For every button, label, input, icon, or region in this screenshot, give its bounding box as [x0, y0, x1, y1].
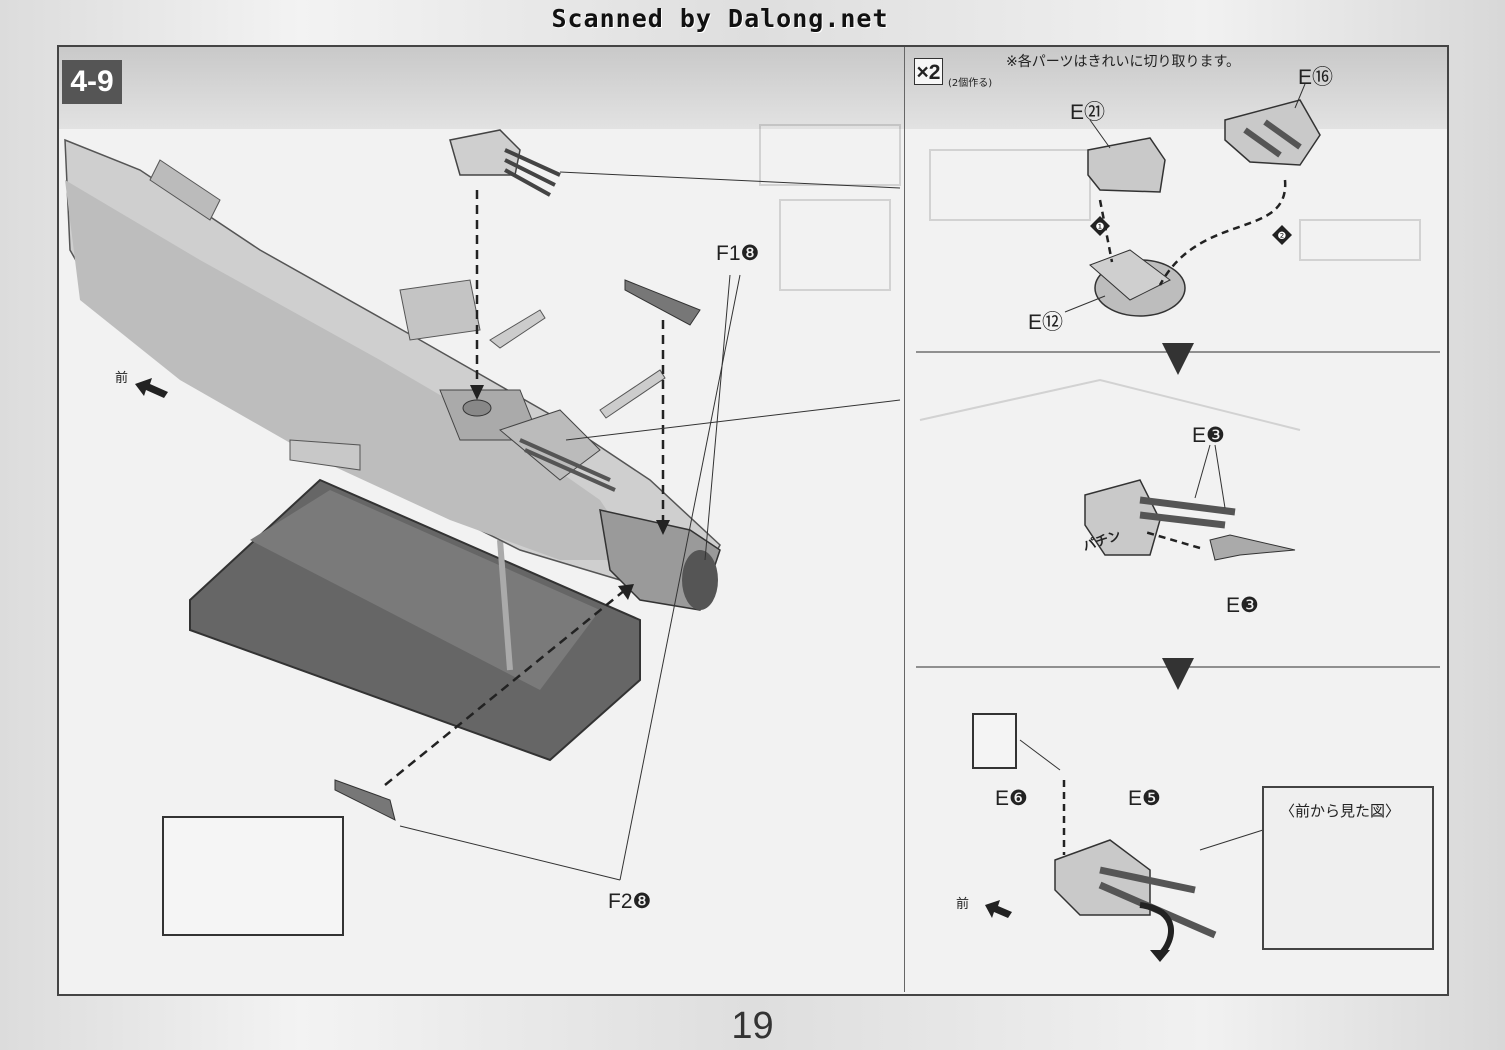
front-view-box [1262, 786, 1434, 950]
part-detail-box [972, 713, 1017, 769]
label-front-left: 前 [115, 371, 129, 386]
label-e5: E❺ [1128, 787, 1161, 810]
f2-part [334, 779, 396, 821]
down-arrow-icon [1162, 658, 1194, 690]
label-e12: E⑫ [1028, 311, 1064, 334]
step-marker-2: ❷ [1278, 231, 1287, 242]
down-arrow-icon [1162, 343, 1194, 375]
stage2-parts [1084, 444, 1296, 561]
front-arrow-icon [135, 378, 168, 398]
multiplier-note: (2個作る) [948, 78, 993, 89]
label-e16: E⑯ [1298, 66, 1334, 89]
label-f1: F1❽ [716, 242, 760, 265]
cut-note: ※各パーツはきれいに切り取ります。 [1006, 54, 1241, 70]
label-e21: E㉑ [1070, 101, 1106, 124]
panel-divider [904, 47, 905, 992]
page-number: 19 [731, 1005, 774, 1047]
ghost-step-box [759, 124, 901, 186]
scan-credit: Scanned by Dalong.net [551, 4, 889, 33]
main-turret-part [449, 129, 561, 197]
label-e6: E❻ [995, 787, 1028, 810]
step-number-badge: 4-9 [62, 60, 122, 104]
f1-part [624, 279, 701, 326]
front-view-title: 〈前から見た図〉 [1280, 802, 1401, 820]
stage3-parts [985, 739, 1391, 962]
front-arrow-icon [985, 900, 1012, 918]
step-marker-1: ❶ [1096, 222, 1105, 233]
space-battleship-model [64, 138, 721, 611]
label-e3-bottom: E❸ [1226, 594, 1259, 617]
header-band [59, 47, 1447, 129]
stage1-parts [1064, 83, 1321, 317]
label-f2: F2❽ [608, 890, 652, 913]
f2-inset-box [162, 816, 344, 936]
multiplier-badge: ×2 [914, 58, 943, 85]
display-stand [189, 478, 641, 762]
label-e3-top: E❸ [1192, 424, 1225, 447]
label-front-right: 前 [956, 897, 970, 912]
